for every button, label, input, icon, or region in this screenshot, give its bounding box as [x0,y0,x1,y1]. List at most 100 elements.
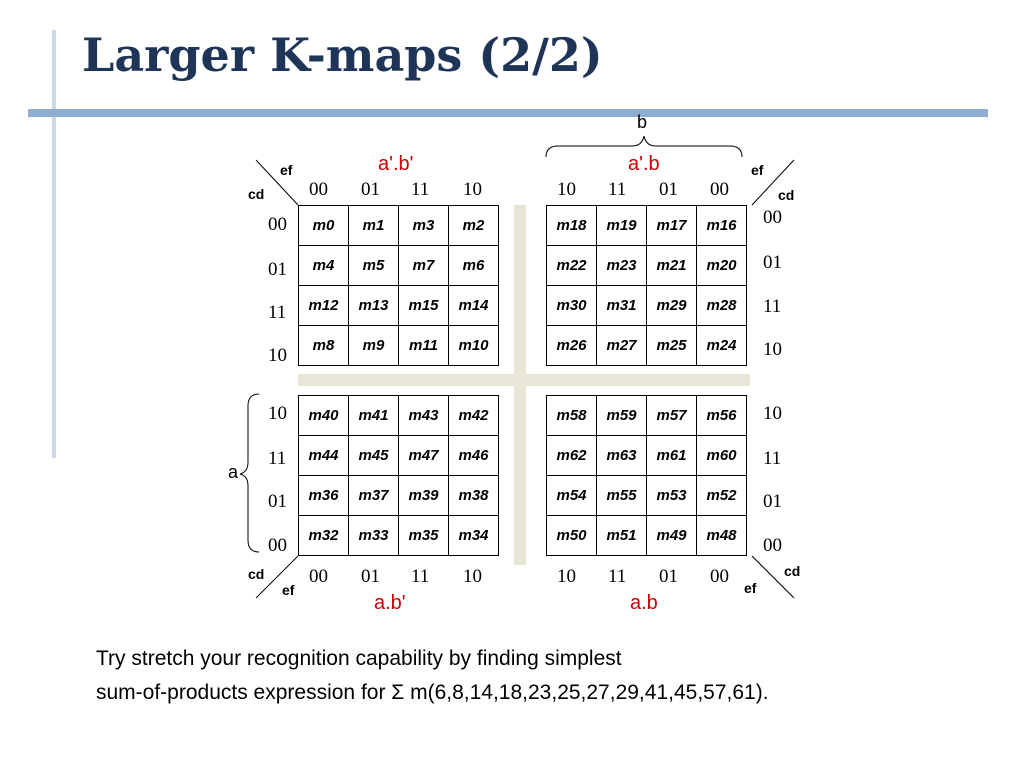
kmap-cell: m49 [647,516,697,556]
tl-corner-diagonal [255,159,299,206]
tl-col-code: 10 [463,179,482,200]
a-brace [239,393,260,553]
bl-col-code: 00 [309,566,328,587]
br-col-code: 10 [557,566,576,587]
kmap-cell: m18 [547,206,597,246]
top-right-row-code: 10 [763,339,782,360]
kmap-cell: m50 [547,516,597,556]
bl-ef-label: ef [282,582,295,598]
bottom-left-row-code: 11 [268,448,287,469]
br-col-code: 11 [608,566,627,587]
kmap-cell: m43 [399,396,449,436]
kmap-cell: m15 [399,286,449,326]
page-title: Larger K-maps (2/2) [82,28,603,82]
kmap-cell: m12 [299,286,349,326]
kmap-cell: m48 [697,516,747,556]
kmap-cell: m24 [697,326,747,366]
kmap-cell: m38 [449,476,499,516]
kmap-cell: m53 [647,476,697,516]
br-cd-label: cd [784,563,801,579]
top-left-row-code: 10 [268,345,287,366]
top-left-row-code: 00 [268,214,287,235]
kmap-cell: m4 [299,246,349,286]
kmap-cell: m44 [299,436,349,476]
bottom-left-row-code: 00 [268,535,287,556]
bottom-right-row-code: 01 [763,491,782,512]
kmap-cell: m16 [697,206,747,246]
kmap-cell: m5 [349,246,399,286]
tr-col-code: 10 [557,179,576,200]
kmap-cell: m60 [697,436,747,476]
bl-col-code: 01 [361,566,380,587]
tr-col-code: 00 [710,179,729,200]
tr-col-code: 11 [608,179,627,200]
kmap-cell: m10 [449,326,499,366]
kmap-cell: m13 [349,286,399,326]
kmap-cell: m58 [547,396,597,436]
kmap-cell: m9 [349,326,399,366]
kmap-cell: m21 [647,246,697,286]
tl-col-code: 00 [309,179,328,200]
bottom-right-row-code: 11 [763,448,782,469]
kmap-cell: m0 [299,206,349,246]
kmap-cell: m36 [299,476,349,516]
bl-corner-diagonal [255,555,299,599]
kmap-cell: m41 [349,396,399,436]
kmap-cell: m11 [399,326,449,366]
top-left-row-code: 01 [268,259,287,280]
kmap-cell: m46 [449,436,499,476]
body-line-1: Try stretch your recognition capability … [96,647,622,670]
kmap-cell: m55 [597,476,647,516]
kmap-cell: m30 [547,286,597,326]
tl-col-code: 11 [411,179,430,200]
kmap-cell: m37 [349,476,399,516]
kmap-cell: m33 [349,516,399,556]
bl-group-label: a.b' [374,592,406,614]
kmap-cell: m34 [449,516,499,556]
tl-col-code: 01 [361,179,380,200]
kmap-cell: m26 [547,326,597,366]
kmap-cell: m1 [349,206,399,246]
b-brace [545,135,743,158]
tr-group-label: a'.b [628,153,660,175]
tl-group-label: a'.b' [378,153,414,175]
kmap-cell: m54 [547,476,597,516]
kmap-cell: m40 [299,396,349,436]
kmap-cell: m29 [647,286,697,326]
kmap-cell: m59 [597,396,647,436]
bottom-left-row-code: 10 [268,403,287,424]
kmap-cell: m56 [697,396,747,436]
kmap-cell: m35 [399,516,449,556]
tr-ef-label: ef [751,162,764,178]
kmap-cell: m47 [399,436,449,476]
bl-col-code: 10 [463,566,482,587]
bottom-right-row-code: 00 [763,535,782,556]
bl-col-code: 11 [411,566,430,587]
kmap-cell: m17 [647,206,697,246]
kmap-cell: m6 [449,246,499,286]
kmap-cell: m61 [647,436,697,476]
br-col-code: 00 [710,566,729,587]
kmap-cell: m19 [597,206,647,246]
top-left-row-code: 11 [268,302,287,323]
kmap-cell: m8 [299,326,349,366]
kmap-cell: m31 [597,286,647,326]
title-underline-bar [28,109,988,117]
bottom-right-row-code: 10 [763,403,782,424]
kmap-cell: m52 [697,476,747,516]
kmap-cell: m22 [547,246,597,286]
kmap-cell: m39 [399,476,449,516]
top-right-row-code: 01 [763,252,782,273]
tr-corner-diagonal [751,159,795,206]
top-right-row-code: 11 [763,296,782,317]
kmap-cell: m3 [399,206,449,246]
kmap-cell: m20 [697,246,747,286]
a-label: a [228,462,239,482]
kmap-cell: m7 [399,246,449,286]
tl-ef-label: ef [280,162,293,178]
